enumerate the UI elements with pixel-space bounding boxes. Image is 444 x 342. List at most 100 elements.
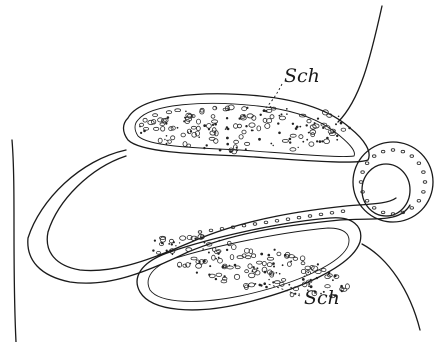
ring-outer [353,142,433,222]
stipple-dot [335,123,337,125]
wall-nucleus [410,207,414,210]
cell-nucleus [234,274,239,279]
cell-nucleus [183,264,187,267]
stipple-dot [215,258,217,260]
stipple-dot [140,132,142,134]
wall-nucleus [401,150,405,153]
stipple-dot [272,281,274,283]
cell-nucleus [158,138,162,143]
wall-nucleus [365,162,369,165]
cell-nucleus [249,123,255,127]
cell-nucleus [144,127,149,130]
cell-nucleus [249,283,255,287]
cell-nucleus [300,256,305,261]
cell-nucleus [249,273,255,278]
cell-nucleus [234,140,239,143]
cell-nucleus [212,120,218,123]
stipple-dot [171,243,173,245]
cell-nucleus [257,261,263,264]
wall-nucleus [381,150,385,153]
stipple-dot [245,148,247,150]
stipple-dot [274,249,276,251]
cell-nucleus [267,257,273,260]
cell-nucleus [239,135,243,139]
stipple-dot [310,279,312,281]
stipple-dot [168,243,170,245]
stipple-dot [203,260,206,263]
cell-nucleus [242,254,246,257]
stipple-dot [206,144,208,146]
stipple-dot [288,284,290,286]
cell-nucleus [311,266,317,271]
cell-nucleus [257,126,261,131]
cell-nucleus [161,127,165,132]
cell-nucleus [212,255,216,260]
stipple-dot [286,113,288,115]
stipple-dot [212,124,214,126]
cell-nucleus [310,130,316,135]
cell-nucleus [148,120,154,124]
wall-nucleus [359,181,363,184]
stipple-dot [277,122,279,124]
cell-nucleus [212,248,216,252]
stipple-dot [289,138,292,141]
stipple-dot [341,290,343,292]
cell-nucleus [287,262,291,267]
stipple-dot [317,118,319,120]
wall-nucleus [286,218,290,221]
stipple-dot [185,111,187,113]
stipple-dot [340,122,343,125]
cell-nucleus [227,266,233,269]
wall-nucleus [297,216,301,219]
stipple-dot [218,240,220,242]
stipple-dot [196,272,198,274]
stipple-dot [166,250,168,252]
stipple-dot [204,242,206,244]
stipple-dot [229,265,231,267]
cell-nucleus [232,245,237,250]
stipple-dot [281,113,283,115]
wall-nucleus [361,171,365,174]
cell-nucleus [329,132,335,135]
stipple-dot [245,125,247,127]
wall-nucleus [264,221,268,224]
upper-stalk-line [338,6,382,122]
wall-nucleus [275,220,279,223]
stipple-dot [154,240,156,242]
cell-nucleus [234,124,238,129]
stipple-dot [299,293,300,294]
stipple-dot [226,143,229,146]
cell-nucleus [245,270,249,273]
stipple-dot [184,117,186,119]
stipple-dot [225,266,227,268]
stipple-dot [177,127,179,129]
stipple-dot [314,122,316,124]
stipple-dot [316,277,318,279]
stipple-dot [172,254,174,256]
wall-nucleus [422,191,426,194]
cell-nucleus [191,126,196,129]
stipple-dot [203,124,206,127]
stipple-dot [258,138,261,141]
cell-nucleus [197,119,201,124]
stipple-dot [306,124,308,126]
cell-nucleus [322,268,326,271]
stipple-dot [194,238,196,240]
cell-nucleus [301,269,305,273]
cell-nucleus [282,140,288,143]
stipple-dot [222,266,225,269]
stipple-dot [332,279,334,281]
wall-nucleus [319,213,323,216]
stipple-dot [237,150,239,152]
stipple-dot [218,257,220,259]
stipple-dot [336,139,338,141]
cell-nucleus [244,248,249,253]
cell-nucleus [197,126,201,130]
cell-nucleus [235,266,240,269]
stipple-dot [173,241,175,243]
cell-nucleus [211,115,215,119]
stipple-dot [279,115,281,117]
stipple-dot [226,249,228,251]
left-wall-line [12,140,16,342]
